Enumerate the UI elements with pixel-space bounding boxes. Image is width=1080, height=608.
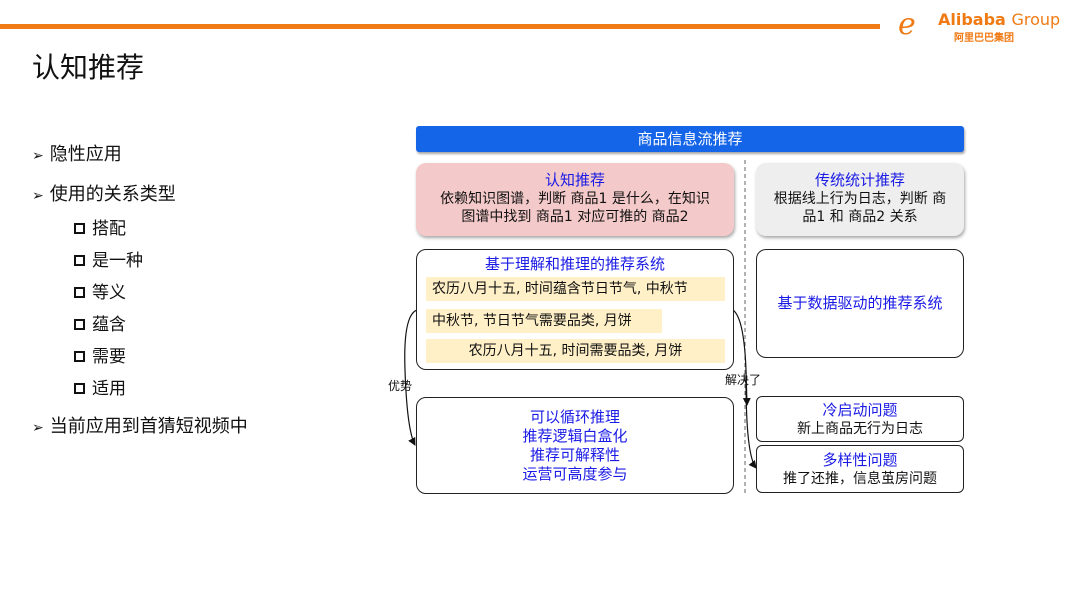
alibaba-logo: e Alibaba Group 阿里巴巴集团 — [898, 7, 1073, 45]
advantage-label: 优势 — [388, 379, 413, 393]
advantage-item: 推荐可解释性 — [529, 446, 620, 464]
diversity-box: 多样性问题 推了还推，信息茧房问题 — [756, 445, 964, 493]
advantage-item: 可以循环推理 — [529, 408, 620, 426]
square-bullet-icon — [74, 319, 85, 330]
advantage-item: 推荐逻辑白盒化 — [522, 427, 628, 445]
cold-start-desc: 新上商品无行为日志 — [797, 421, 923, 437]
diversity-title: 多样性问题 — [822, 451, 898, 469]
cognitive-card-line: 依赖知识图谱，判断 商品1 是什么，在知识 — [440, 191, 710, 207]
bullet-item: ➢当前应用到首猜短视频中 — [32, 416, 248, 437]
arrow-bullet-icon: ➢ — [32, 148, 44, 164]
sub-bullet-item: 等义 — [74, 278, 126, 303]
solved-arrow-coldstart — [732, 309, 751, 406]
cognitive-card-title: 认知推荐 — [544, 171, 605, 189]
reasoning-system-title: 基于理解和推理的推荐系统 — [484, 255, 665, 273]
traditional-recommendation-card: 传统统计推荐 根据线上行为日志，判断 商 品1 和 商品2 关系 — [756, 163, 964, 236]
traditional-card-line: 品1 和 商品2 关系 — [802, 209, 918, 225]
cold-start-title: 冷启动问题 — [822, 401, 898, 419]
traditional-card-line: 根据线上行为日志，判断 商 — [773, 191, 947, 207]
bullet-item: ➢隐性应用 — [32, 144, 122, 165]
diversity-desc: 推了还推，信息茧房问题 — [783, 471, 937, 487]
advantage-arrow — [404, 309, 418, 446]
reasoning-step: 农历八月十五, 时间需要品类, 月饼 — [426, 339, 725, 363]
square-bullet-icon — [74, 255, 85, 266]
solved-label: 解决了 — [725, 373, 762, 387]
page-title: 认知推荐 — [32, 51, 145, 84]
cognitive-recommendation-card: 认知推荐 依赖知识图谱，判断 商品1 是什么，在知识 图谱中找到 商品1 对应可… — [416, 163, 734, 236]
square-bullet-icon — [74, 351, 85, 362]
data-driven-title: 基于数据驱动的推荐系统 — [777, 294, 943, 312]
reasoning-step: 中秋节, 节日节气需要品类, 月饼 — [426, 309, 662, 333]
square-bullet-icon — [74, 287, 85, 298]
alibaba-mark-icon: e — [898, 7, 916, 42]
logo-chinese: 阿里巴巴集团 — [954, 33, 1014, 44]
sub-bullet-item: 适用 — [74, 374, 126, 399]
sub-bullet-item: 需要 — [74, 342, 126, 367]
sub-bullet-item: 是一种 — [74, 246, 143, 271]
square-bullet-icon — [74, 383, 85, 394]
bullet-item: ➢使用的关系类型 — [32, 184, 176, 205]
cold-start-box: 冷启动问题 新上商品无行为日志 — [756, 396, 964, 442]
advantages-box: 可以循环推理 推荐逻辑白盒化 推荐可解释性 运营可高度参与 — [416, 397, 734, 494]
sub-bullet-item: 搭配 — [74, 214, 126, 239]
cognitive-card-line: 图谱中找到 商品1 对应可推的 商品2 — [461, 209, 689, 225]
top-accent-bar — [0, 24, 880, 29]
solved-arrow-diversity — [745, 379, 757, 469]
advantage-item: 运营可高度参与 — [522, 465, 628, 483]
reasoning-step: 农历八月十五, 时间蕴含节日节气, 中秋节 — [426, 277, 725, 301]
sub-bullet-item: 蕴含 — [74, 310, 126, 335]
logo-wordmark: Alibaba Group — [938, 10, 1061, 29]
arrow-bullet-icon: ➢ — [32, 420, 44, 436]
data-driven-system-box: 基于数据驱动的推荐系统 — [756, 249, 964, 358]
banner-feed-recommendation: 商品信息流推荐 — [416, 126, 964, 152]
square-bullet-icon — [74, 223, 85, 234]
arrow-bullet-icon: ➢ — [32, 188, 44, 204]
traditional-card-title: 传统统计推荐 — [814, 171, 905, 189]
